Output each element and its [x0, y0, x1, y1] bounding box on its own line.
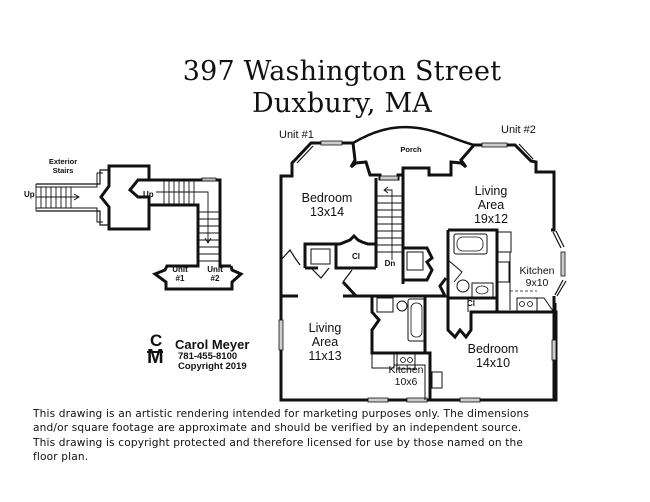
up-label-left: Up — [24, 190, 35, 199]
main-plan — [278, 125, 567, 403]
living-unit1-name: Living — [309, 321, 342, 335]
stair-unit2-label: Unit — [207, 265, 223, 274]
bedroom-unit2-size: 14x10 — [476, 356, 510, 370]
drafter-phone: 781-455-8100 — [178, 351, 238, 362]
kitchen-unit2-name: Kitchen — [519, 265, 554, 277]
closet-label-unit2: Cl — [467, 299, 475, 308]
unit2-label: Unit #2 — [501, 124, 536, 136]
kitchen-unit1-size: 10x6 — [395, 376, 418, 388]
address-title: 397 Washington Street — [182, 56, 502, 87]
up-label-right: Up — [143, 190, 154, 199]
down-label: Dn — [385, 259, 396, 268]
disclaimer-line: This drawing is copyright protected and … — [33, 436, 524, 449]
copyright-notice: Copyright 2019 — [178, 361, 247, 372]
kitchen-unit2-size: 9x10 — [526, 277, 549, 289]
logo-letter-c: C — [150, 331, 163, 350]
disclaimer-line: This drawing is an artistic rendering in… — [33, 408, 530, 420]
disclaimer-line: floor plan. — [33, 450, 89, 463]
disclaimer-line: and/or square footage are approximate an… — [33, 422, 522, 435]
kitchen-unit1-name: Kitchen — [388, 364, 423, 376]
stair-unit2-number: #2 — [211, 274, 220, 283]
living-unit2-name-2: Area — [478, 198, 504, 212]
stair-plan — [35, 164, 244, 291]
stair-unit1-label: Unit — [172, 265, 188, 274]
bedroom-unit1-size: 13x14 — [310, 205, 344, 219]
closet-label-unit1: Cl — [352, 252, 360, 261]
unit1-label: Unit #1 — [279, 129, 314, 141]
drafter-credit: C M Carol Meyer 781-455-8100 Copyright 2… — [147, 331, 287, 376]
bedroom-unit2-name: Bedroom — [468, 342, 519, 356]
living-unit2-size: 19x12 — [474, 212, 508, 226]
drafter-name: Carol Meyer — [175, 337, 250, 352]
living-unit1-size: 11x13 — [308, 349, 341, 363]
porch-label: Porch — [400, 145, 422, 154]
living-unit1-name-2: Area — [312, 335, 338, 349]
exterior-stairs-label-2: Stairs — [53, 166, 74, 175]
stair-unit1-number: #1 — [176, 274, 185, 283]
exterior-stairs-label: Exterior — [49, 157, 77, 166]
bedroom-unit1-name: Bedroom — [302, 191, 353, 205]
disclaimer: This drawing is an artistic rendering in… — [33, 407, 633, 464]
city-title: Duxbury, MA — [251, 88, 433, 119]
logo-divider — [147, 351, 163, 353]
living-unit2-name: Living — [475, 184, 508, 198]
